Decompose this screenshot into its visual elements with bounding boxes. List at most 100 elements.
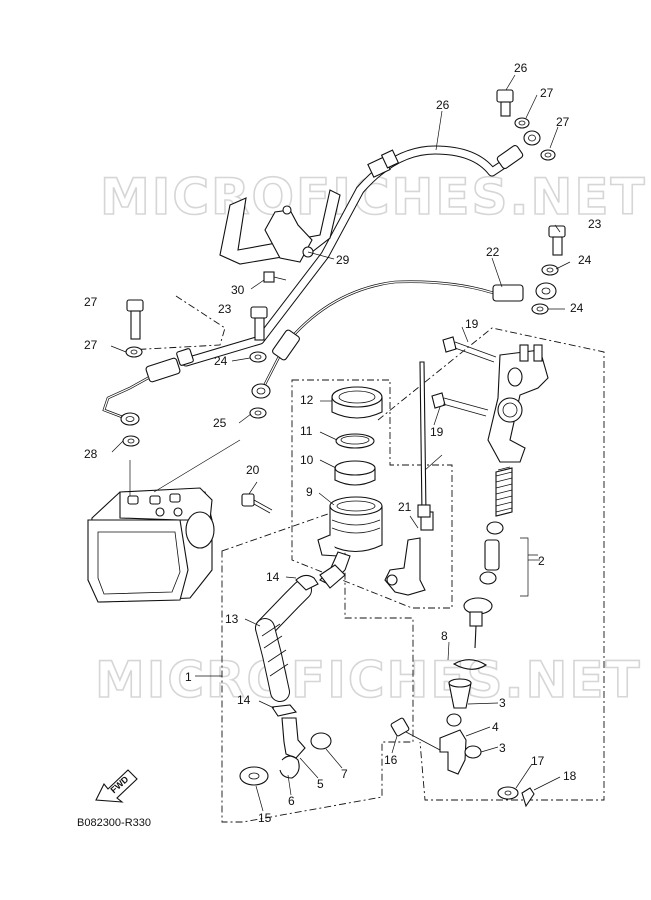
callout-27: 27	[84, 338, 98, 352]
callout-29: 30	[231, 283, 245, 297]
banjo-eye	[120, 412, 140, 426]
hose-fitting	[272, 329, 300, 361]
reservoir-cap-12	[331, 386, 383, 419]
washer-24	[249, 407, 267, 419]
callout-24: 24	[570, 301, 584, 315]
callout-10: 10	[300, 453, 314, 467]
washer-27	[540, 149, 556, 161]
o-ring-7	[310, 732, 332, 750]
group-outline-lines	[127, 295, 226, 351]
nut-3	[464, 745, 482, 759]
hose-clip-14	[295, 574, 319, 591]
circlip-8	[452, 659, 488, 670]
banjo-eye	[523, 130, 541, 146]
reservoir-9	[317, 496, 383, 586]
callout-27: 28	[84, 447, 98, 461]
nut-3	[446, 713, 462, 727]
watermark-bottom: MICROFICHES.NET	[95, 651, 642, 709]
callout-3: 3	[499, 696, 506, 710]
callout-24: 24	[214, 354, 228, 368]
callout-1: 1	[185, 670, 192, 684]
master-cylinder	[487, 344, 549, 463]
callout-14: 14	[266, 570, 280, 584]
hose-sleeve	[380, 149, 400, 169]
washer-24	[531, 303, 549, 315]
callout-23: 23	[218, 302, 232, 316]
callout-24: 24	[578, 253, 592, 267]
brake-hose-22	[260, 280, 512, 392]
bolt-19	[431, 392, 446, 409]
callout-15: 15	[258, 811, 272, 825]
bolt-29	[263, 271, 275, 283]
hose-joint-5	[281, 717, 306, 759]
callout-11: 11	[300, 424, 313, 438]
hose-clip-14	[271, 704, 298, 717]
diaphragm-10	[334, 460, 376, 486]
hose-fitting	[496, 145, 524, 169]
callout-19: 19	[430, 425, 444, 439]
callout-3: 3	[499, 741, 506, 755]
washer-17	[497, 786, 519, 800]
banjo-eye	[251, 383, 271, 399]
callout-24: 25	[213, 416, 227, 430]
reference-code: B082300-R330	[77, 817, 151, 829]
callout-14: 14	[237, 693, 251, 707]
washer-27	[514, 117, 530, 129]
group-outline-2	[377, 327, 605, 801]
callout-28: 29	[336, 253, 350, 267]
callout-4: 4	[492, 720, 499, 734]
union-bolt-26-top	[496, 89, 514, 103]
washer-27	[125, 346, 143, 358]
callout-26: 27	[84, 295, 98, 309]
circlip-6	[279, 755, 300, 779]
forward-arrow-icon: FWD	[95, 769, 138, 803]
pin-16	[390, 717, 410, 737]
callout-23: 23	[588, 217, 602, 231]
callout-12: 12	[300, 393, 314, 407]
group-outline-reservoir	[291, 379, 453, 609]
bolt-19	[442, 336, 457, 353]
cotter-pin-18	[521, 787, 535, 808]
push-rod	[469, 611, 483, 627]
callout-9: 9	[306, 485, 313, 499]
cable-tie-30	[419, 361, 427, 516]
bracket-21	[384, 537, 426, 596]
callout-21: 21	[398, 500, 412, 514]
piston	[484, 539, 500, 571]
callout-2: 2	[538, 554, 545, 568]
bolt-20	[241, 493, 255, 507]
hose-fitting	[492, 284, 524, 302]
union-bolt-23-left	[250, 306, 268, 319]
callout-27: 27	[540, 86, 554, 100]
callout-20: 20	[246, 463, 260, 477]
callout-17: 17	[531, 754, 545, 768]
callout-6: 6	[288, 794, 295, 808]
callout-8: 8	[441, 629, 448, 643]
cup	[479, 571, 497, 585]
callout-26: 26	[514, 61, 528, 75]
washer-27	[122, 435, 140, 447]
washer-15	[239, 766, 269, 786]
hose-clamp	[264, 209, 313, 263]
diaphragm-plate-11	[335, 433, 375, 449]
cup	[486, 521, 504, 535]
callout-5: 5	[317, 777, 324, 791]
callout-27: 27	[556, 115, 570, 129]
callout-13: 13	[225, 612, 239, 626]
callout-22: 22	[486, 245, 500, 259]
callout-16: 16	[384, 753, 398, 767]
spring	[495, 466, 513, 517]
hose-fitting	[145, 357, 181, 383]
abs-unit	[87, 439, 241, 603]
clevis-4	[439, 729, 467, 775]
callout-7: 7	[341, 767, 348, 781]
leader-lines	[110, 74, 571, 812]
callout-25: 26	[436, 98, 450, 112]
union-bolt-26-left	[126, 299, 144, 312]
callout-18: 18	[563, 769, 577, 783]
washer-24	[541, 264, 559, 276]
callout-19: 19	[465, 317, 479, 331]
banjo-eye	[535, 282, 557, 300]
washer-24	[249, 351, 267, 363]
